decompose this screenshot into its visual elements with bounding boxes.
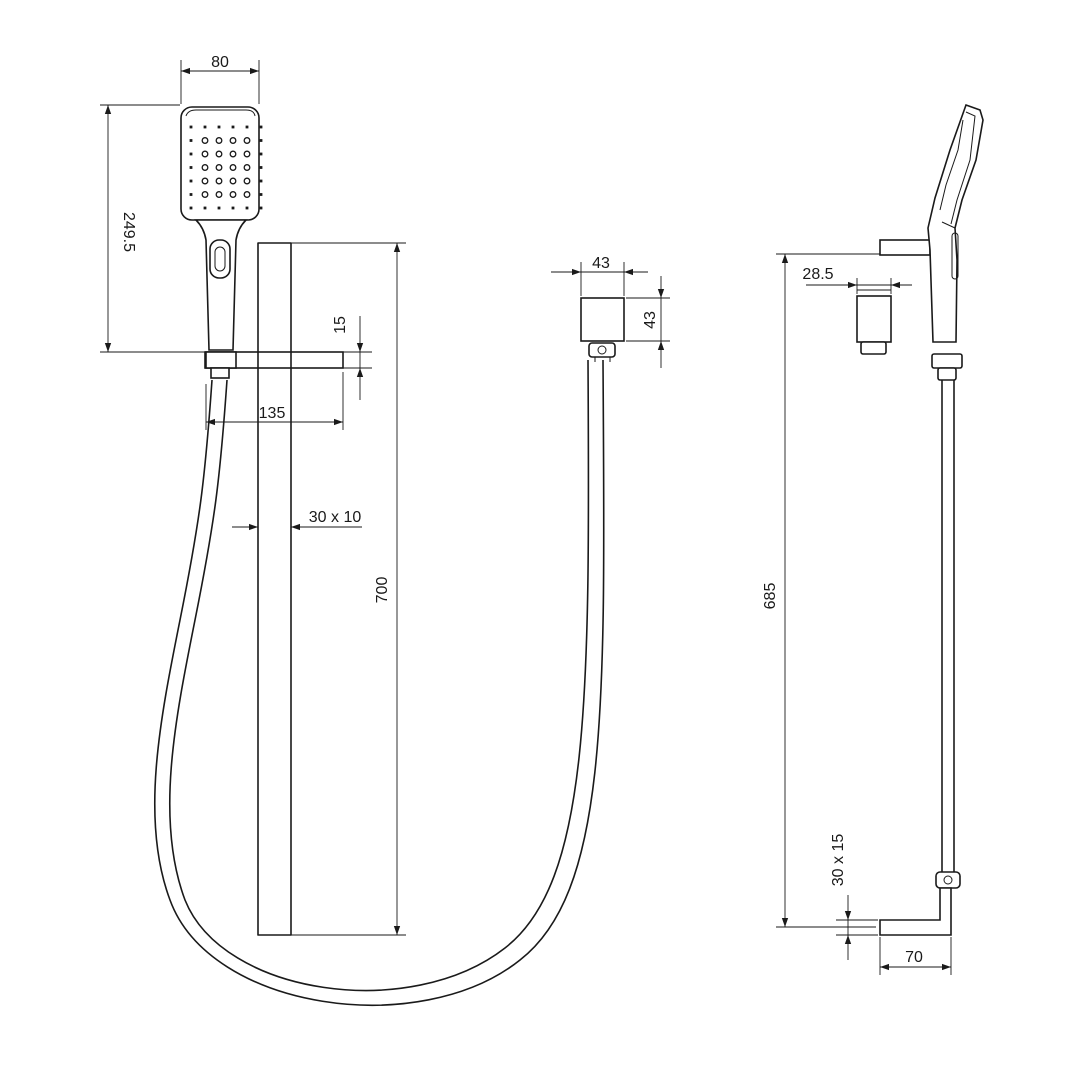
side-hand-shower bbox=[927, 103, 984, 343]
spray-nozzle-small bbox=[259, 206, 263, 210]
spray-nozzle-small bbox=[217, 206, 221, 210]
spray-nozzle-small bbox=[203, 125, 207, 129]
side-shower-face bbox=[950, 111, 976, 225]
shower-head-face bbox=[180, 106, 260, 221]
spray-nozzle-small bbox=[189, 166, 193, 169]
spray-nozzle-small bbox=[259, 152, 263, 156]
spray-nozzle-large bbox=[201, 177, 209, 185]
outlet-width-label: 43 bbox=[592, 255, 610, 272]
head-height-label: 249.5 bbox=[120, 212, 137, 252]
side-top-bracket bbox=[879, 239, 931, 256]
outlet-depth-label: 28.5 bbox=[802, 266, 833, 283]
handle-button-inner bbox=[214, 246, 226, 272]
slider-cup bbox=[205, 351, 237, 369]
slider-bracket bbox=[204, 351, 344, 369]
spray-nozzle-large bbox=[215, 177, 223, 185]
spray-nozzle-large bbox=[243, 137, 251, 144]
spray-nozzle-small bbox=[189, 206, 193, 210]
spray-nozzle-small bbox=[217, 125, 221, 129]
front-hose bbox=[153, 359, 605, 1006]
shower-handle bbox=[194, 219, 248, 351]
spray-nozzle-large bbox=[201, 191, 209, 198]
side-slider bbox=[931, 353, 963, 369]
spray-nozzle-large bbox=[201, 150, 209, 158]
spray-nozzle-small bbox=[259, 193, 263, 196]
spray-nozzle-small bbox=[231, 125, 235, 129]
spray-nozzle-large bbox=[229, 191, 237, 198]
spray-nozzle-small bbox=[245, 125, 249, 129]
spray-nozzle-large bbox=[229, 164, 237, 171]
spray-nozzle-small bbox=[189, 152, 193, 156]
bracket-projection-label: 70 bbox=[905, 949, 923, 966]
spray-nozzle-small bbox=[189, 179, 193, 183]
spray-nozzle-large bbox=[215, 137, 223, 144]
rail-section-label: 30 x 10 bbox=[309, 509, 362, 526]
bracket-section-label: 30 x 15 bbox=[830, 834, 847, 887]
spray-nozzle-large bbox=[243, 191, 251, 198]
shower-head-rim bbox=[185, 109, 256, 117]
side-lower-connector bbox=[935, 871, 961, 889]
hand-shower bbox=[180, 106, 263, 351]
side-rail-length-label: 685 bbox=[762, 583, 779, 610]
wall-outlet-view: 43 43 bbox=[551, 255, 670, 368]
side-bottom-bracket bbox=[879, 887, 952, 936]
rail-length-label: 700 bbox=[374, 577, 391, 604]
spray-nozzle-small bbox=[245, 206, 249, 210]
side-handle-button bbox=[951, 232, 959, 280]
rail bbox=[257, 242, 292, 936]
outlet-height-label: 43 bbox=[642, 311, 659, 329]
spray-nozzle-small bbox=[189, 125, 193, 129]
spray-nozzle-large bbox=[201, 164, 209, 171]
spray-nozzle-large bbox=[215, 164, 223, 171]
slider-projection-label: 135 bbox=[259, 405, 286, 422]
spray-nozzle-small bbox=[259, 179, 263, 183]
spray-nozzle-small bbox=[259, 125, 263, 129]
spray-nozzle-large bbox=[229, 177, 237, 185]
spray-nozzle-small bbox=[189, 193, 193, 196]
spray-nozzle-large bbox=[243, 177, 251, 185]
spray-nozzle-grid bbox=[189, 125, 263, 210]
spray-nozzle-large bbox=[229, 150, 237, 158]
front-hose-inner bbox=[168, 359, 590, 992]
spray-nozzle-small bbox=[259, 139, 263, 142]
head-width-label: 80 bbox=[211, 54, 229, 71]
wall-outlet-body bbox=[580, 297, 625, 342]
side-outlet-body bbox=[856, 295, 892, 343]
spray-nozzle-large bbox=[229, 137, 237, 144]
spray-nozzle-small bbox=[231, 206, 235, 210]
front-view: 80 249.5 15 135 30 x 10 700 bbox=[100, 54, 605, 1006]
spray-nozzle-large bbox=[243, 164, 251, 171]
wall-outlet-nut-detail bbox=[597, 345, 607, 355]
spray-nozzle-small bbox=[259, 166, 263, 169]
wall-outlet-nut bbox=[588, 342, 616, 358]
handle-button bbox=[209, 239, 231, 279]
spray-nozzle-small bbox=[189, 139, 193, 142]
side-view: 28.5 685 30 x 15 bbox=[762, 103, 984, 975]
hose-connector bbox=[210, 367, 230, 379]
side-outlet-nut bbox=[860, 341, 887, 355]
spray-nozzle-large bbox=[243, 150, 251, 158]
spray-nozzle-small bbox=[203, 206, 207, 210]
slider-thickness-label: 15 bbox=[332, 316, 349, 334]
side-hose-nut bbox=[937, 367, 957, 381]
spray-nozzle-large bbox=[201, 137, 209, 144]
spray-nozzle-large bbox=[215, 150, 223, 158]
spray-nozzle-large bbox=[215, 191, 223, 198]
